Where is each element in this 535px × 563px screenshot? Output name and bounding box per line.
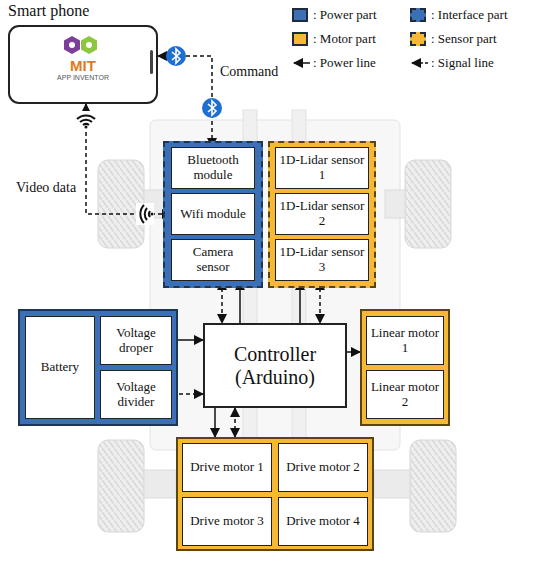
node-label: 1D-Lidar sensor 3	[279, 245, 365, 275]
power-box: Voltage droper	[100, 316, 172, 365]
wifi-icon	[75, 111, 97, 129]
node-label: Controller (Arduino)	[209, 343, 341, 389]
motor-box: Drive motor 3	[182, 497, 272, 546]
legend-text: : Signal line	[431, 56, 494, 71]
legend-entry: : Power line	[292, 56, 376, 71]
legend-entry: : Sensor part	[410, 32, 497, 47]
legend-line-sample	[410, 56, 430, 70]
sensor-box: 1D-Lidar sensor 3	[275, 239, 369, 281]
interface-group: Bluetooth moduleWifi moduleCamera sensor	[163, 141, 263, 288]
node-label: Drive motor 1	[190, 460, 264, 475]
app-inventor-logo	[64, 36, 97, 54]
node-label: Drive motor 2	[286, 460, 360, 475]
legend-entry: : Signal line	[410, 56, 494, 71]
motor-box: Linear motor 2	[366, 370, 444, 419]
legend-text: : Power line	[313, 56, 376, 71]
node-label: 1D-Lidar sensor 2	[279, 199, 365, 229]
wifi-icon	[136, 203, 154, 225]
sensor-box: 1D-Lidar sensor 1	[275, 147, 369, 189]
logo-text: MIT	[8, 57, 158, 74]
legend-swatch	[292, 32, 308, 46]
node-label: Linear motor 1	[370, 326, 440, 356]
node-label: Linear motor 2	[370, 380, 440, 410]
legend-entry: : Power part	[292, 8, 377, 23]
motor-box: Drive motor 4	[278, 497, 368, 546]
node-heading: Smart phone	[8, 2, 89, 20]
node-label: Wifi module	[180, 207, 246, 222]
edge-label: Video data	[14, 180, 78, 196]
node-label: Voltage divider	[104, 380, 168, 410]
sensor-box: Camera sensor	[171, 239, 255, 281]
power-box: Voltage divider	[100, 370, 172, 419]
power-line	[214, 408, 216, 437]
node-label: Bluetooth module	[175, 153, 251, 183]
edge-label: Command	[218, 64, 280, 80]
node-label: Camera sensor	[175, 245, 251, 275]
legend-text: : Sensor part	[431, 32, 497, 47]
legend-text: : Motor part	[313, 32, 376, 47]
logo-text: APP INVENTOR	[8, 74, 158, 82]
legend-swatch	[410, 8, 426, 22]
legend-text: : Interface part	[431, 8, 508, 23]
motor-group: Drive motor 1 Drive motor 2 Drive motor 3 D…	[176, 437, 374, 551]
node-label: Battery	[41, 360, 79, 375]
battery-box: Battery	[25, 316, 95, 419]
bluetooth-icon	[166, 46, 186, 66]
motor-box: Drive motor 2	[278, 443, 368, 492]
signal-line	[158, 56, 212, 147]
signal-line	[86, 104, 171, 214]
legend-swatch	[410, 32, 426, 46]
legend-entry: : Interface part	[410, 8, 508, 23]
legend-line-sample	[292, 56, 312, 70]
legend-text: : Power part	[313, 8, 377, 23]
node-label: 1D-Lidar sensor 1	[279, 153, 365, 183]
node-label: Drive motor 4	[286, 514, 360, 529]
node-label: Voltage droper	[104, 326, 168, 356]
power-group: Battery Voltage droperVoltage divider	[18, 309, 178, 426]
sensor-box: 1D-Lidar sensor 2	[275, 193, 369, 235]
phone-notch	[150, 50, 153, 74]
power-line	[347, 351, 360, 353]
legend-entry: : Motor part	[292, 32, 376, 47]
bluetooth-icon	[202, 98, 222, 118]
module-box: Bluetooth module	[171, 147, 255, 189]
phone-node: Smart phoneMITAPP INVENTOR	[8, 2, 158, 104]
legend-swatch	[292, 8, 308, 22]
motor-box: Linear motor 1	[366, 316, 444, 365]
phone-body	[9, 26, 157, 103]
motor-box: Drive motor 1	[182, 443, 272, 492]
sensor-group: 1D-Lidar sensor 1 1D-Lidar sensor 2 1D-Lid…	[268, 141, 376, 288]
module-box: Wifi module	[171, 193, 255, 235]
controller-box: Controller (Arduino)	[203, 323, 347, 408]
motor-group: Linear motor 1 Linear motor 2	[360, 309, 450, 426]
node-label: Drive motor 3	[190, 514, 264, 529]
signal-line	[234, 408, 236, 437]
